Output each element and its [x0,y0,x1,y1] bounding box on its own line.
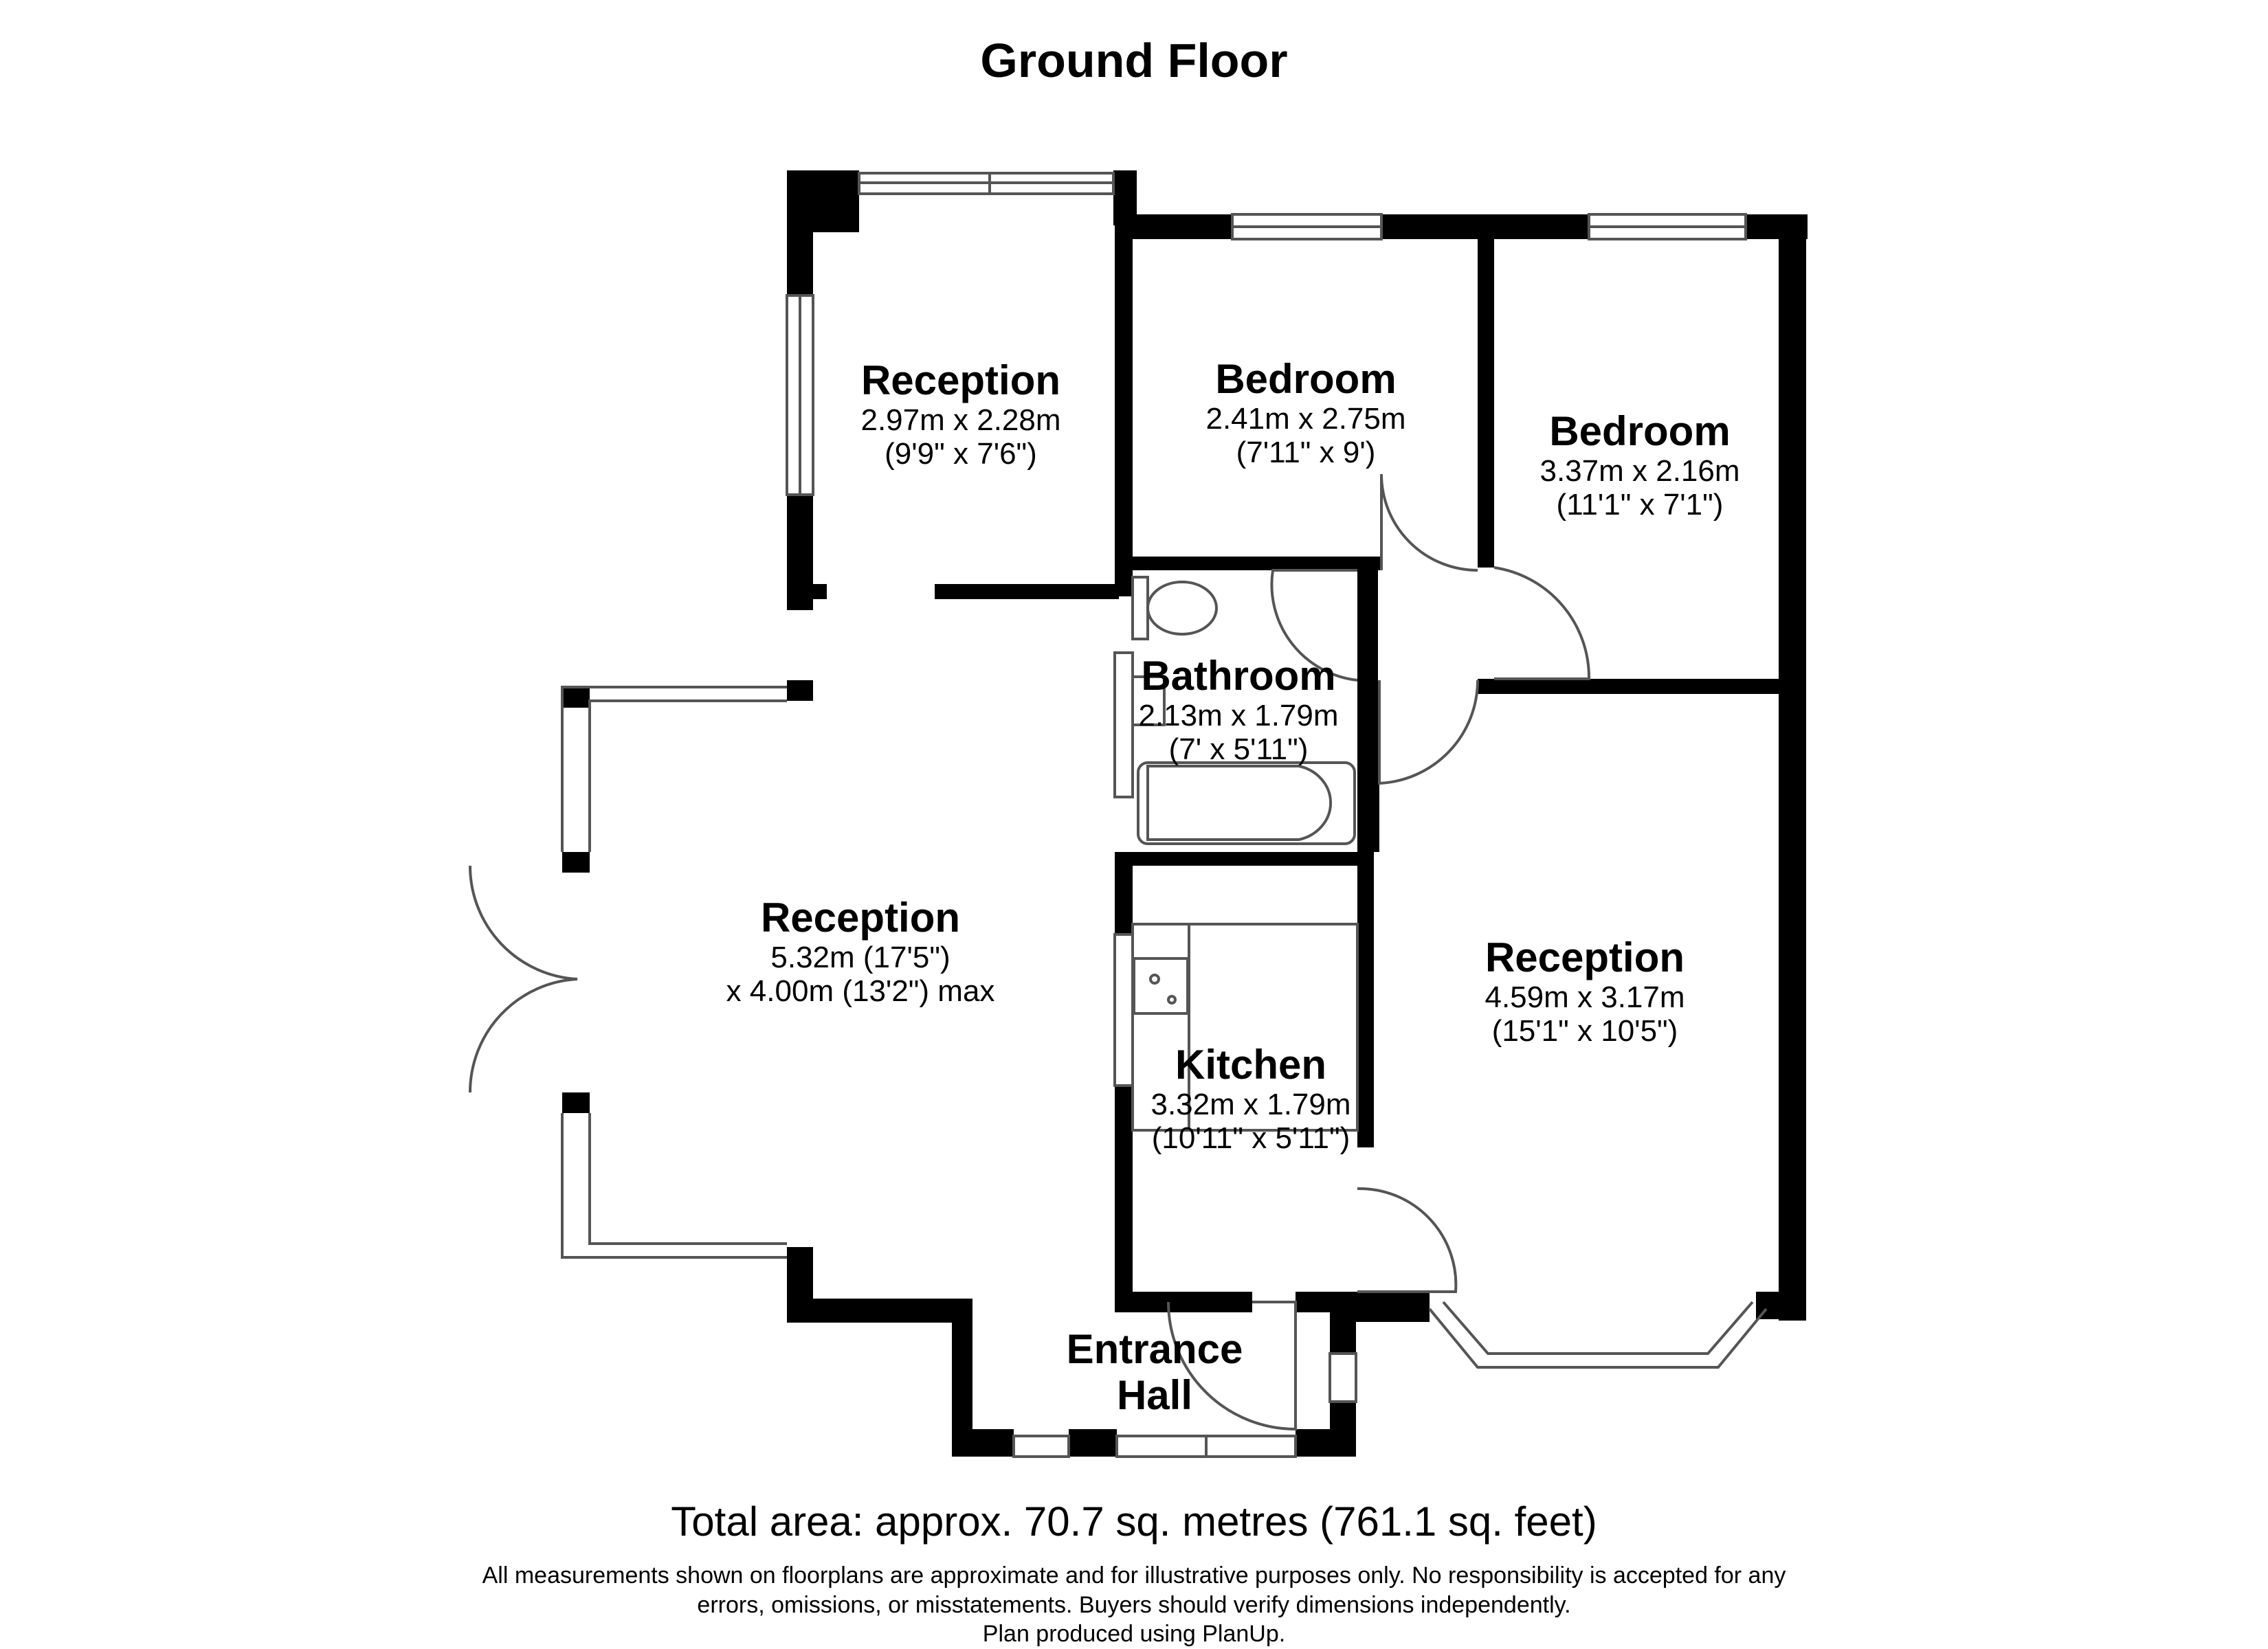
room-dim-metric: 3.37m x 2.16m [1539,454,1740,489]
basin [1131,675,1166,726]
floor-title: Ground Floor [980,34,1288,87]
room-label-reception-main: Reception 5.32m (17'5") x 4.00m (13'2") … [726,895,995,1009]
room-label-reception-right: Reception 4.59m x 3.17m (15'1" x 10'5") [1485,934,1685,1048]
bath [1137,761,1356,845]
room-name: Reception [860,357,1061,403]
disclaimer-line-3: Plan produced using PlanUp. [982,1621,1286,1647]
room-label-entrance-hall: Entrance Hall [1067,1326,1243,1418]
toilet-cistern [1131,576,1149,640]
room-name: Kitchen [1175,1042,1327,1088]
walls [562,170,1808,1457]
room-name: Reception [1485,934,1685,980]
room-name-line-2: Hall [1116,1372,1193,1419]
room-dim-imperial: (10'11" x 5'11") [1151,1121,1350,1156]
room-label-bedroom-2: Bedroom 3.37m x 2.16m (11'1" x 7'1") [1539,408,1739,522]
kitchen-counter [1131,923,1359,1132]
windows [561,172,1768,1458]
room-dim-metric: 5.32m (17'5") [770,941,950,975]
room-dim-metric: 2.41m x 2.75m [1205,402,1406,436]
room-name: Bathroom [1141,653,1336,699]
room-dim-imperial: (7' x 5'11") [1168,732,1309,767]
room-dim-imperial: (15'1" x 10'5") [1491,1014,1678,1048]
room-dim-imperial: x 4.00m (13'2") max [726,974,995,1009]
disclaimer-line-2: errors, omissions, or misstatements. Buy… [697,1591,1571,1618]
room-dim-metric: 2.13m x 1.79m [1138,699,1339,733]
room-label-bedroom-1: Bedroom 2.41m x 2.75m (7'11" x 9') [1205,356,1405,470]
room-name: Bedroom [1215,356,1397,402]
room-dim-imperial: (7'11" x 9') [1236,436,1376,470]
doors [468,473,1591,1431]
room-dim-imperial: (9'9" x 7'6") [885,437,1037,471]
room-name-line-1: Entrance [1066,1326,1243,1372]
room-dim-imperial: (11'1" x 7'1") [1556,488,1724,522]
room-dim-metric: 2.97m x 2.28m [860,403,1061,438]
room-label-kitchen: Kitchen 3.32m x 1.79m (10'11" x 5'11") [1150,1042,1350,1156]
room-name: Bedroom [1549,408,1731,454]
room-name: Reception [760,895,961,941]
room-dim-metric: 4.59m x 3.17m [1485,980,1685,1015]
fixtures [1131,576,1359,1132]
room-label-bathroom: Bathroom 2.13m x 1.79m (7' x 5'11") [1138,653,1338,767]
room-dim-metric: 3.32m x 1.79m [1150,1088,1351,1122]
disclaimer: All measurements shown on floorplans are… [0,1561,2268,1649]
disclaimer-line-1: All measurements shown on floorplans are… [482,1562,1786,1589]
room-label-reception-top: Reception 2.97m x 2.28m (9'9" x 7'6") [860,357,1060,471]
toilet-bowl [1146,581,1218,636]
kitchen-sink [1133,957,1189,1015]
total-area: Total area: approx. 70.7 sq. metres (761… [671,1499,1597,1545]
